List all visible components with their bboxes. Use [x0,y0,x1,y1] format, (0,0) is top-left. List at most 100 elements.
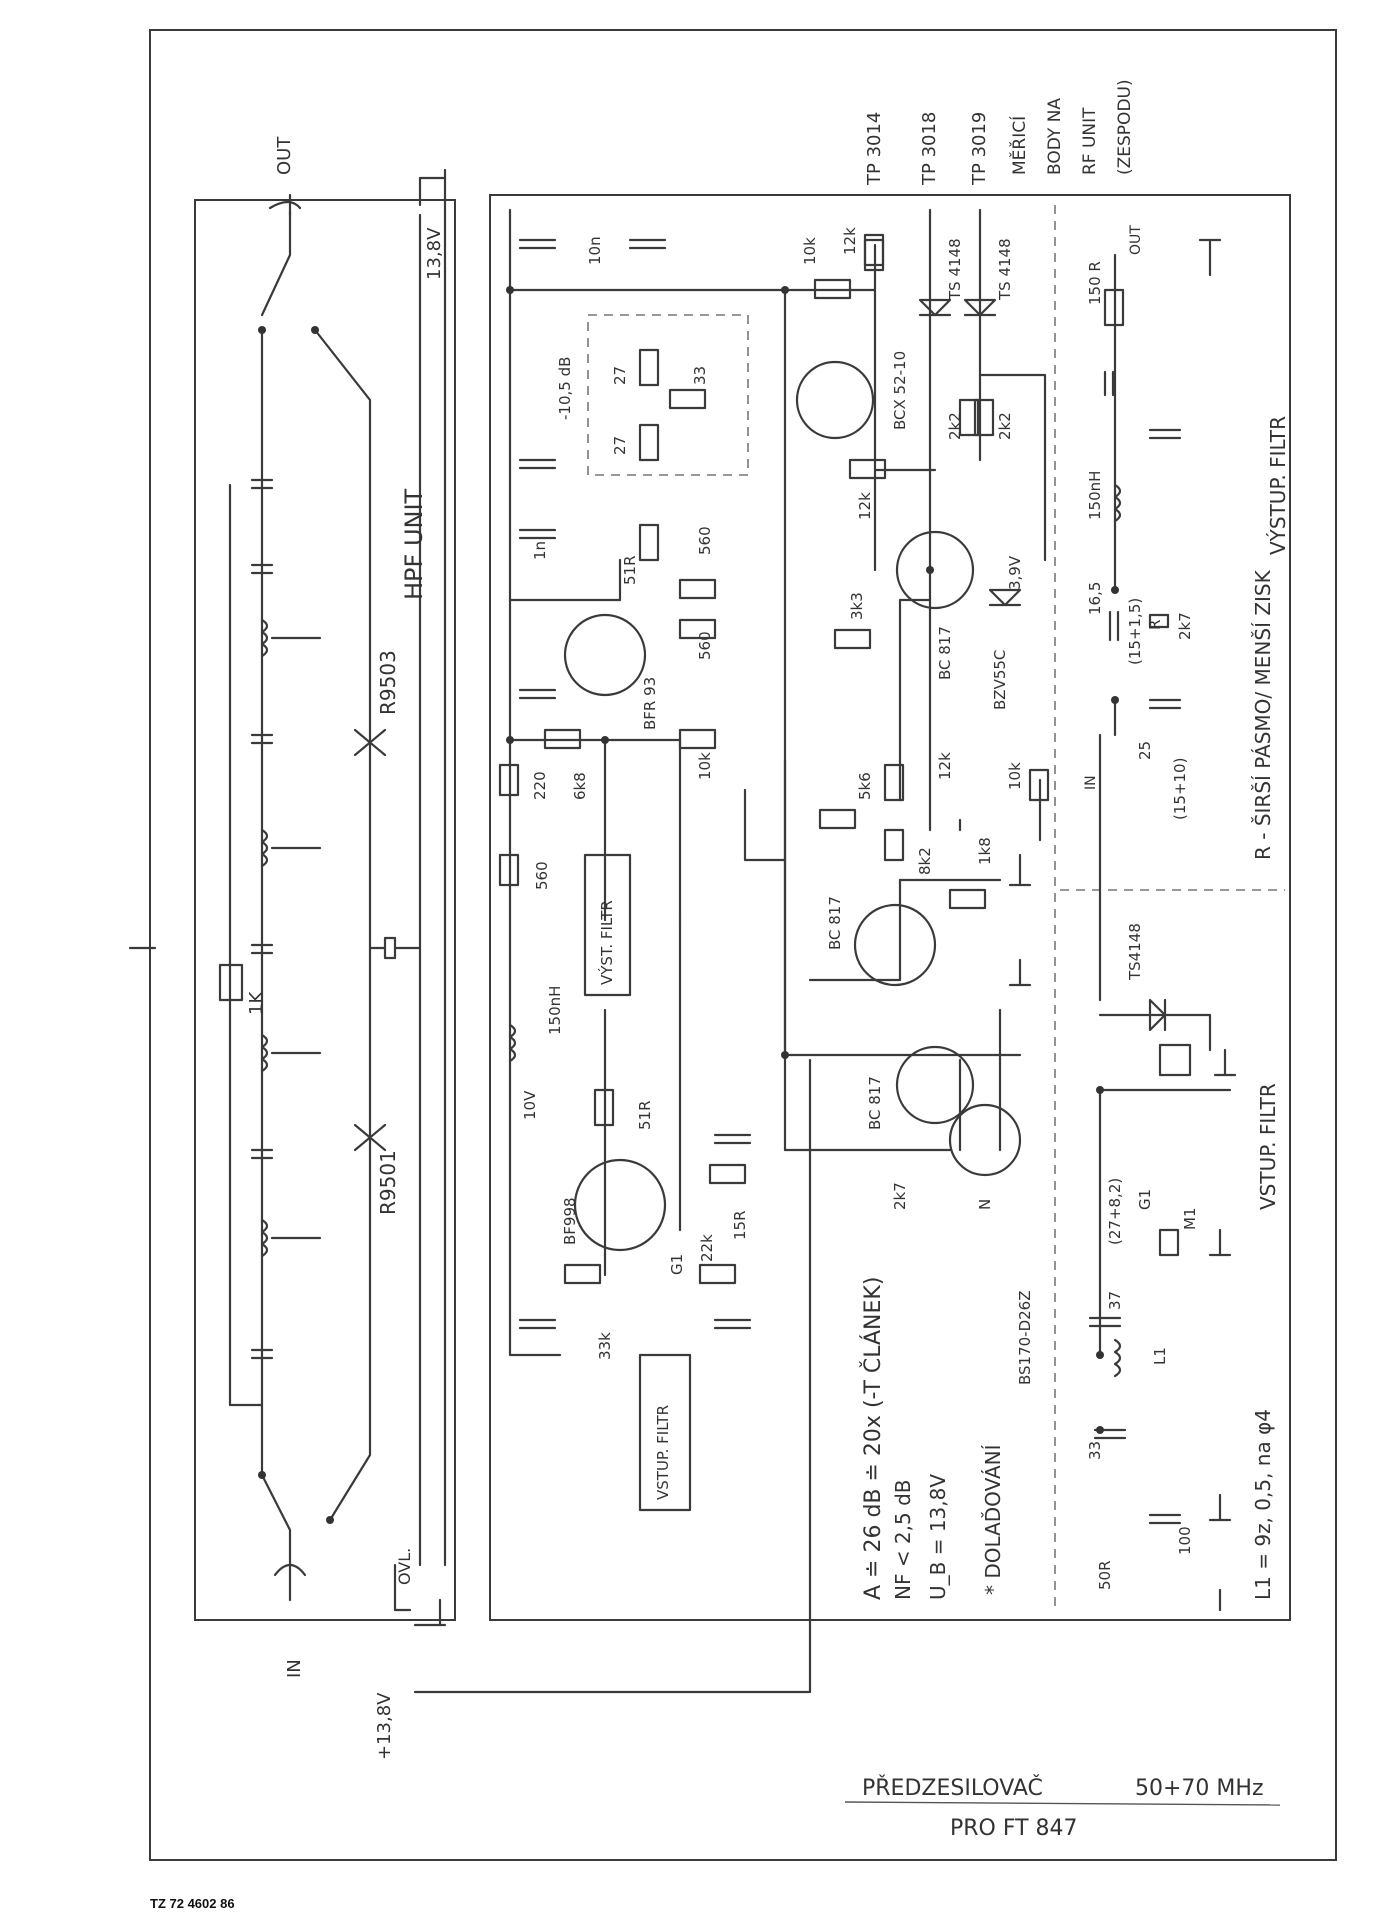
label-33k: 33k [596,1332,614,1360]
label-22k: 22k [698,1234,716,1262]
tp-note-1: MĚŘICÍ [1008,116,1030,175]
label-g1-b: G1 [1136,1189,1154,1210]
label-51r-a: 51R [636,1100,654,1130]
title-line1-a: PŘEDZESILOVAČ [862,1775,1043,1801]
label-12k-b: 12k [856,492,874,520]
label-g1-a: G1 [668,1254,686,1275]
label-150nh-b: 150nH [1086,471,1104,520]
hpf-supply-label: 13,8V [424,227,445,280]
label-bf998: BF998 [561,1197,579,1245]
label-5k6: 5k6 [856,772,874,800]
tp-note-3: RF UNIT [1080,107,1100,175]
label-bfr93: BFR 93 [641,677,659,730]
section-in: IN [1083,775,1099,790]
tp-3014: TP 3014 [864,112,885,186]
label-150r: 150 R [1086,261,1104,305]
preamp-circuit [498,208,1237,1612]
label-25: 25 [1136,741,1154,760]
label-bc817-a: BC 817 [936,626,954,680]
label-zener-v: 3,9V [1006,555,1024,590]
label-ts4148-b: TS 4148 [996,238,1014,301]
label-m1: M1 [1181,1208,1199,1231]
label-10k-c: 10k [1006,762,1024,790]
hpf-relay2-label: R9503 [376,650,400,715]
label-1k8: 1k8 [976,837,994,865]
label-12k-c: 12k [936,752,954,780]
label-3k3: 3k3 [848,592,866,620]
label-8k2: 8k2 [916,847,934,875]
label-100: 100 [1176,1526,1194,1555]
label-bs170: BS170-D26Z [1016,1290,1034,1385]
label-l1: L1 [1151,1347,1169,1365]
hpf-unit-label: HPF UNIT [400,488,428,600]
label-2k7: 2k7 [891,1182,909,1210]
label-ts4148-a: TS 4148 [946,238,964,301]
attenuator-box [587,314,749,476]
gain-note: A ≐ 26 dB ≐ 20x (-T ČLÁNEK) [860,1277,886,1600]
junction-dots [506,286,1119,1434]
section-coil: L1 = 9z, 0,5, na φ4 [1251,1409,1275,1600]
hpf-supply-in-label: +13,8V [374,1692,395,1760]
label-10k-a: 10k [696,752,714,780]
label-filter-in: VSTUP. FILTR [654,1405,672,1500]
hpf-unit-box [194,199,456,1621]
label-16-5: 16,5 [1086,582,1104,615]
label-bc817-c: BC 817 [866,1076,884,1130]
hpf-1k-label: 1K [246,991,267,1015]
label-10v: 10V [521,1090,539,1120]
ub-note: U_B = 13,8V [926,1474,950,1600]
label-15r: 15R [731,1210,749,1240]
section-input-filter: VSTUP. FILTR [1256,1083,1280,1210]
tp-note-4: (ZESPODU) [1115,79,1135,175]
label-2k2-b: 2k2 [996,412,1014,440]
tuning-note: * DOLAĎOVÁNÍ [981,1444,1005,1595]
label-560-a: 560 [533,861,551,890]
hpf-in-label: IN [284,1659,305,1678]
label-10n-a: 10n [586,236,604,265]
tp-3018: TP 3018 [919,112,940,186]
label-2k2-a: 2k2 [946,412,964,440]
nf-note: NF < 2,5 dB [891,1479,915,1600]
label-150nh-a: 150nH [546,986,564,1035]
label-51r-b: 51R [621,555,639,585]
label-50r: 50R [1096,1560,1114,1590]
label-c-note-c: (27+8,2) [1106,1178,1124,1245]
title-line1-b: 50+70 MHz [1135,1776,1264,1801]
label-att: -10,5 dB [556,357,574,420]
label-ts4148-c: TS4148 [1126,923,1144,981]
label-33-c: 33 [1086,1441,1104,1460]
label-27-a: 27 [611,366,629,385]
label-220: 220 [531,771,549,800]
label-27-b: 27 [611,436,629,455]
label-6k8: 6k8 [571,772,589,800]
label-37: 37 [1106,1291,1124,1310]
label-10k-b: 10k [801,237,819,265]
label-r: R [1146,620,1164,630]
label-12k-a: 12k [841,227,859,255]
label-c-note-a: (15+1,5) [1126,598,1144,665]
label-n: N [976,1199,994,1210]
component-labels: BF998 BFR 93 BCX 52-10 BC 817 BC 817 BC … [521,227,1199,1590]
hpf-relay1-label: R9501 [376,1150,400,1215]
label-c-note-b: (15+10) [1171,758,1189,820]
label-33: 33 [691,366,709,385]
label-560-c: 560 [696,631,714,660]
label-bcx52: BCX 52-10 [891,351,909,430]
title-underline [844,1801,1281,1806]
section-note-r: R - ŠIRŠÍ PÁSMO/ MENŠÍ ZISK [1251,569,1275,860]
label-filter-out: VÝST. FILTR [597,900,616,985]
tp-3019: TP 3019 [969,112,990,186]
hpf-ovl-label: OVL. [395,1548,414,1585]
tp-note-2: BODY NA [1045,98,1065,175]
hpf-out-label: OUT [274,136,295,175]
hpf-circuit [218,168,812,1694]
preamp-box [489,194,1291,1621]
label-bc817-b: BC 817 [826,896,844,950]
section-out: OUT [1128,225,1144,255]
label-1n: 1n [531,541,549,560]
footer-code: TZ 72 4602 86 [150,1896,235,1911]
section-output-filter: VÝSTUP. FILTR [1266,416,1290,555]
label-560-b: 560 [696,526,714,555]
title-line2: PRO FT 847 [950,1816,1078,1841]
